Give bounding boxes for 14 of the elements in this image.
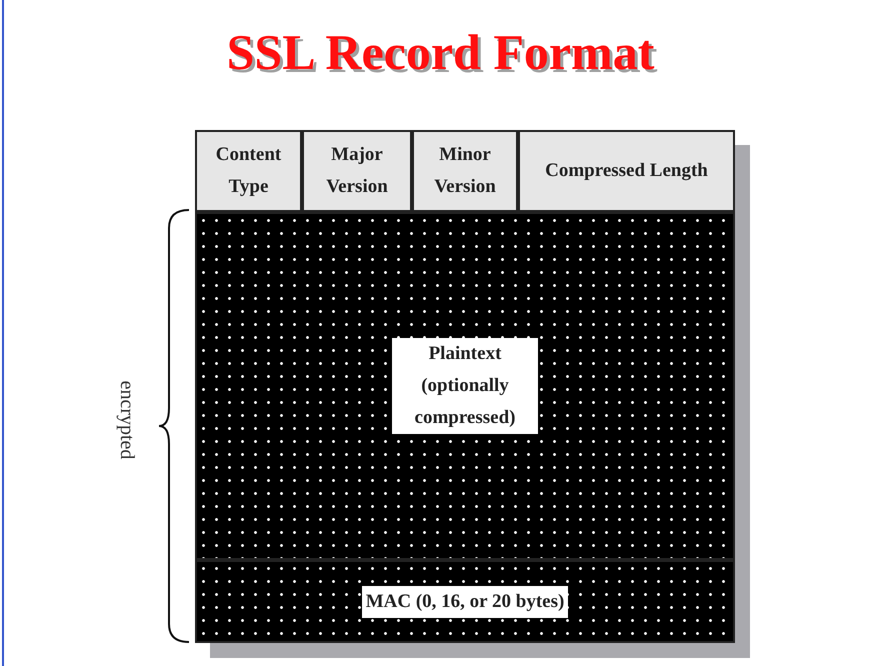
field-label: Minor Version — [433, 143, 497, 199]
field-label: Content Type — [214, 143, 282, 199]
record-field — [195, 560, 735, 643]
header-field — [518, 130, 735, 212]
header-field — [195, 130, 302, 212]
field-label: Major Version — [325, 143, 389, 199]
record-field — [195, 212, 735, 560]
field-label: Compressed Length — [544, 159, 709, 183]
header-field — [412, 130, 518, 212]
title: SSL Record Format — [226, 23, 656, 82]
header-field — [302, 130, 412, 212]
side-label: encrypted — [115, 380, 139, 462]
field-label: Plaintext (optionally compressed) — [392, 338, 538, 434]
field-label: MAC (0, 16, or 20 bytes) — [362, 586, 568, 618]
